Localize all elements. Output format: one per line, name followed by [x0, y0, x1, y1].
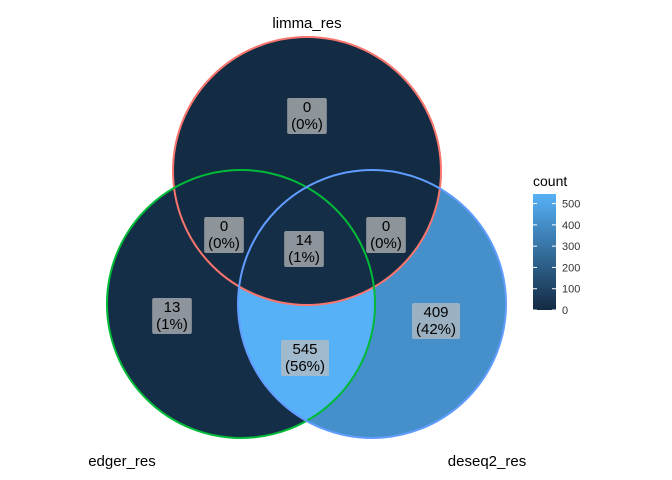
region-label-limma-deseq2: 0(0%): [366, 217, 406, 253]
region-label-box: [287, 98, 327, 134]
region-percent: (42%): [416, 321, 456, 338]
color-legend: count 0 100 200 300 400 500: [533, 173, 580, 317]
region-label-all-three: 14(1%): [284, 231, 324, 267]
set-label-limma: limma_res: [272, 15, 341, 32]
region-label-box: [152, 298, 192, 334]
set-label-edger: edger_res: [88, 453, 156, 470]
legend-tick-label: 400: [562, 220, 580, 232]
circle-outline-limma-res: [172, 36, 442, 306]
region-label-limma-only: 0(0%): [287, 98, 327, 134]
region-percent: (56%): [285, 358, 325, 375]
region-percent: (1%): [156, 316, 188, 333]
legend-tick-label: 300: [562, 241, 580, 253]
region-percent: (0%): [370, 235, 402, 252]
circle-outline-deseq2-res: [237, 169, 507, 439]
region-count: 0: [303, 99, 311, 116]
region-label-deseq2-only: 409(42%): [411, 303, 461, 339]
region-count: 0: [382, 218, 390, 235]
region-label-limma-edger: 0(0%): [204, 217, 244, 253]
region-label-box: [411, 303, 461, 339]
region-count: 0: [220, 218, 228, 235]
region-label-edger-only: 13(1%): [152, 298, 192, 334]
region-count: 14: [296, 232, 313, 249]
region-percent: (0%): [291, 116, 323, 133]
legend-tick-label: 500: [562, 199, 580, 211]
region-label-box: [284, 231, 324, 267]
region-count: 13: [164, 299, 181, 316]
region-count: 545: [292, 341, 317, 358]
legend-tick-label: 200: [562, 262, 580, 274]
circle-outline-edger-res: [106, 169, 376, 439]
legend-tick-label: 100: [562, 284, 580, 296]
region-count: 409: [423, 304, 448, 321]
legend-title: count: [533, 173, 567, 189]
venn-region-labels: 0(0%)0(0%)0(0%)14(1%)13(1%)409(42%)545(5…: [152, 98, 461, 376]
region-percent: (1%): [288, 249, 320, 266]
region-label-edger-deseq2: 545(56%): [280, 340, 330, 376]
legend-colorbar: [533, 194, 556, 310]
legend-tick-label: 0: [562, 305, 568, 317]
region-label-box: [280, 340, 330, 376]
region-label-box: [204, 217, 244, 253]
region-label-box: [366, 217, 406, 253]
venn-outlines: [106, 36, 507, 439]
region-percent: (0%): [208, 235, 240, 252]
set-label-deseq2: deseq2_res: [448, 453, 526, 470]
